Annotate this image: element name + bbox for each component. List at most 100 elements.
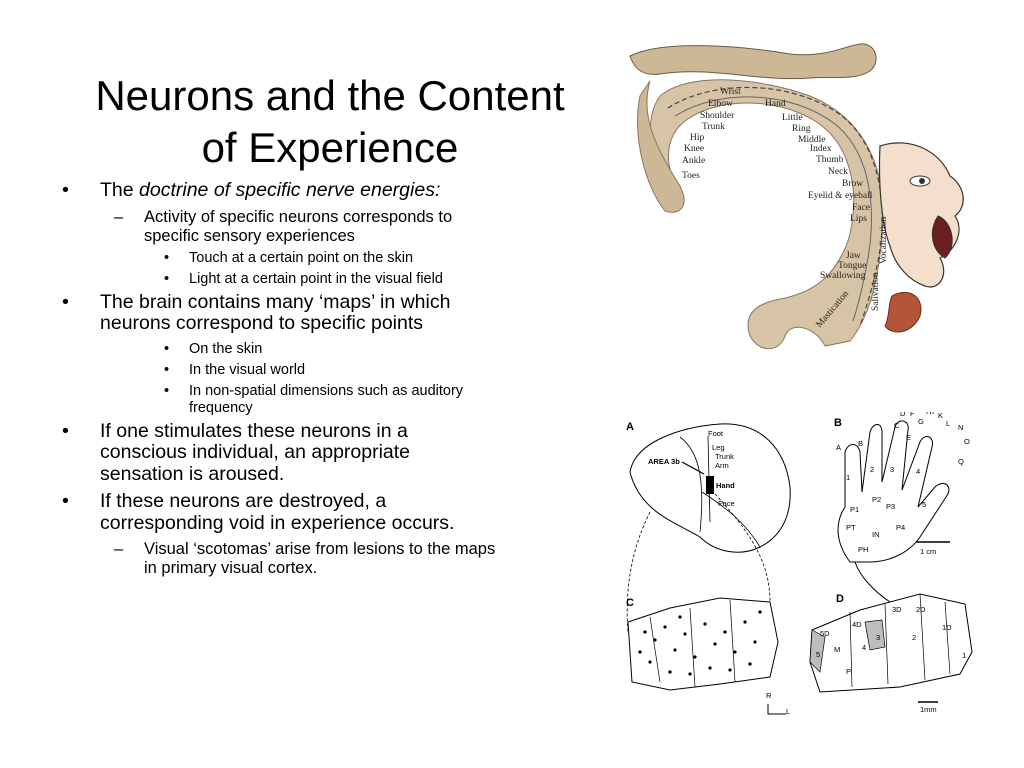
hand-label-d1: 1 <box>846 473 850 482</box>
sub-sub-bullet-auditory: In non-spatial dimensions such as audito… <box>56 383 496 417</box>
hand-label-q: Q <box>958 457 964 466</box>
hand-label-p1: P1 <box>850 505 859 514</box>
label-wrist: Wrist <box>720 87 741 97</box>
label-tongue: Tongue <box>838 261 866 271</box>
hand-label-g: G <box>918 417 924 426</box>
arm-shape <box>629 43 877 80</box>
tongue-shape <box>884 291 922 333</box>
label-toes: Toes <box>682 171 700 181</box>
bullet-doctrine-prefix: The <box>100 179 140 201</box>
label-leg: Leg <box>712 443 725 452</box>
label-foot: Foot <box>708 429 724 438</box>
hand-label-pt: PT <box>846 523 856 532</box>
label-knee: Knee <box>684 144 704 154</box>
label-little: Little <box>782 113 803 123</box>
cortex-label-2d: 2D <box>916 605 926 614</box>
bullet-maps: The brain contains many ‘maps’ in which … <box>56 291 496 335</box>
hand-label-d3: 3 <box>890 465 894 474</box>
hand-label-d: D <box>900 412 906 418</box>
label-face-small: Face <box>718 499 735 508</box>
label-index: Index <box>810 144 832 154</box>
label-shoulder: Shoulder <box>700 111 735 121</box>
label-hand: Hand <box>765 99 786 109</box>
title-line-2: of Experience <box>201 124 459 172</box>
hand-label-k: K <box>938 412 943 420</box>
label-elbow: Elbow <box>708 99 733 109</box>
hand-label-d4: 4 <box>916 467 920 476</box>
sub-bullet-activity: Activity of specific neurons corresponds… <box>56 208 496 246</box>
title-line-1: Neurons and the Content <box>95 72 565 120</box>
label-hip: Hip <box>690 133 705 143</box>
label-neck: Neck <box>828 167 848 177</box>
hand-label-p2: P2 <box>872 495 881 504</box>
hand-label-a: A <box>836 443 841 452</box>
label-vocalization: Vocalization <box>879 216 889 264</box>
hand-label-l: L <box>946 419 950 428</box>
hand-label-h: H <box>926 412 931 416</box>
hand-label-in: IN <box>872 530 880 539</box>
leg-shape <box>637 80 685 213</box>
label-brow: Brow <box>842 179 863 189</box>
label-area-3b: AREA 3b <box>648 457 680 466</box>
label-ankle: Ankle <box>682 156 705 166</box>
label-arm: Arm <box>715 461 729 470</box>
label-trunk-small: Trunk <box>715 452 734 461</box>
axis-l-label: L <box>786 707 790 716</box>
hand-label-p4: P4 <box>896 523 905 532</box>
bullet-doctrine: The doctrine of specific nerve energies: <box>56 179 496 202</box>
hand-label-f: F <box>910 412 915 418</box>
label-salivation: Salivation <box>871 272 881 311</box>
sub-sub-bullet-skin: On the skin <box>56 341 496 358</box>
cortex-label-3d: 3D <box>892 605 902 614</box>
label-eyelid: Eyelid & eyeball <box>808 191 873 201</box>
hand-label-d2: 2 <box>870 465 874 474</box>
sub-sub-bullet-touch: Touch at a certain point on the skin <box>56 250 496 267</box>
cortex-map-c <box>627 597 779 691</box>
bullet-list: The doctrine of specific nerve energies:… <box>56 179 496 582</box>
somatotopic-map-figure: A Foot Leg Trunk Arm Hand Face AREA 3b B… <box>620 412 980 722</box>
bullet-destroyed: If these neurons are destroyed, a corres… <box>56 490 496 534</box>
cortex-label-m: M <box>834 645 840 654</box>
cortex-section <box>649 79 884 350</box>
scale-label-b: 1 cm <box>920 547 936 556</box>
panel-d-label: D <box>836 593 844 605</box>
hand-label-b: B <box>858 439 863 448</box>
scale-label-d: 1mm <box>920 705 937 714</box>
slide-title: Neurons and the Content of Experience <box>40 70 620 174</box>
hand-label-c: C <box>894 421 900 430</box>
label-middle: Middle <box>798 135 825 145</box>
cortex-label-p: P <box>846 667 851 676</box>
panel-b-label: B <box>834 417 842 429</box>
hand-outline <box>837 420 950 563</box>
cortex-label-1: 1 <box>962 651 966 660</box>
cortex-label-4d: 4D <box>852 620 862 629</box>
cortex-label-5: 5 <box>816 650 820 659</box>
bullet-doctrine-italic: doctrine of specific nerve energies: <box>139 179 441 201</box>
panel-c-label: C <box>626 597 634 609</box>
panel-a-label: A <box>626 421 634 433</box>
label-ring: Ring <box>792 124 811 134</box>
label-swallowing: Swallowing <box>820 271 866 281</box>
hand-label-n: N <box>958 423 963 432</box>
sub-sub-bullet-light: Light at a certain point in the visual f… <box>56 271 496 288</box>
hand-label-p3: P3 <box>886 502 895 511</box>
cortex-label-1d: 1D <box>942 623 952 632</box>
label-thumb: Thumb <box>816 155 844 165</box>
solid-arc-inner <box>674 96 872 322</box>
label-hand-small: Hand <box>716 481 735 490</box>
hand-label-ph: PH <box>858 545 868 554</box>
cortex-label-4: 4 <box>862 643 866 652</box>
homunculus-figure: Wrist Elbow Hand Shoulder Little Trunk R… <box>620 36 972 356</box>
hand-label-d5: 5 <box>922 500 926 509</box>
hand-area-block <box>706 476 714 494</box>
label-face: Face <box>852 203 870 213</box>
label-jaw: Jaw <box>846 251 861 261</box>
cortex-label-3: 3 <box>876 633 880 642</box>
hand-label-o: O <box>964 437 970 446</box>
label-lips: Lips <box>850 214 867 224</box>
bullet-stimulate: If one stimulates these neurons in a con… <box>56 420 496 486</box>
mouth-shape <box>931 215 953 259</box>
label-trunk: Trunk <box>702 122 725 132</box>
cortex-c-dots <box>638 610 762 676</box>
cortex-label-2: 2 <box>912 633 916 642</box>
